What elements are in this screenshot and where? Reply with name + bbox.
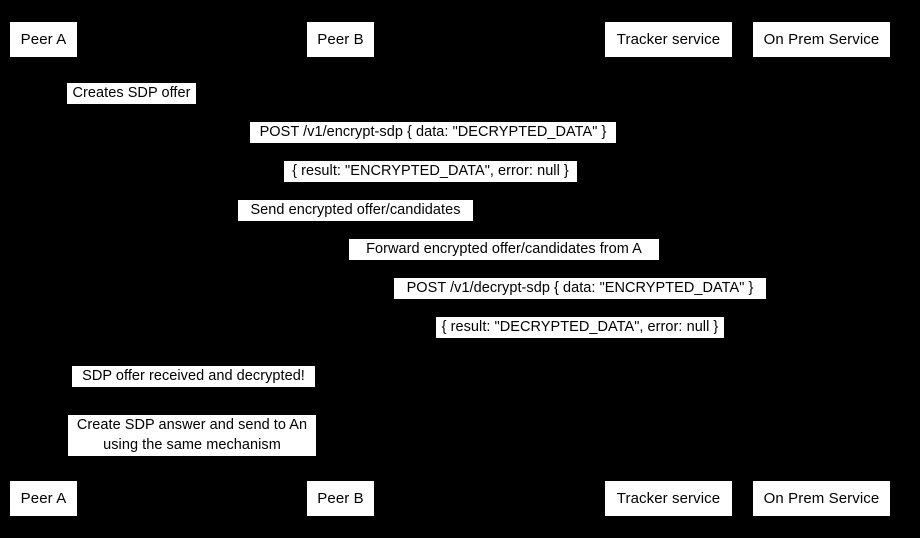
message-text: { result: "ENCRYPTED_DATA", error: null … [292, 163, 569, 179]
message-sdp-offer-received: SDP offer received and decrypted! [72, 366, 315, 387]
participant-footer-tracker-service[interactable]: Tracker service [605, 481, 732, 516]
message-text: Creates SDP offer [72, 85, 191, 101]
participant-header-peer-a[interactable]: Peer A [10, 22, 77, 57]
message-text: POST /v1/decrypt-sdp { data: "ENCRYPTED_… [406, 280, 754, 296]
participant-header-tracker-service[interactable]: Tracker service [605, 22, 732, 57]
participant-header-peer-b[interactable]: Peer B [307, 22, 374, 57]
participant-header-on-prem-service[interactable]: On Prem Service [753, 22, 890, 57]
message-post-decrypt-sdp: POST /v1/decrypt-sdp { data: "ENCRYPTED_… [394, 278, 766, 299]
message-text: Send encrypted offer/candidates [250, 202, 461, 218]
message-forward-encrypted-offer: Forward encrypted offer/candidates from … [349, 239, 659, 260]
participant-label: Tracker service [616, 490, 721, 507]
message-text: SDP offer received and decrypted! [82, 368, 305, 384]
lifeline-peer-a [43, 57, 44, 481]
message-send-encrypted-offer: Send encrypted offer/candidates [238, 200, 473, 221]
participant-label: Peer B [317, 490, 364, 507]
message-creates-sdp-offer: Creates SDP offer [67, 83, 196, 104]
message-text: { result: "DECRYPTED_DATA", error: null … [441, 319, 719, 335]
message-text: Forward encrypted offer/candidates from … [366, 241, 642, 257]
lifeline-peer-b [340, 57, 341, 481]
participant-label: Peer B [317, 31, 364, 48]
message-post-encrypt-sdp: POST /v1/encrypt-sdp { data: "DECRYPTED_… [250, 122, 616, 143]
message-encrypt-sdp-result: { result: "ENCRYPTED_DATA", error: null … [284, 161, 577, 182]
participant-footer-peer-b[interactable]: Peer B [307, 481, 374, 516]
message-decrypt-sdp-result: { result: "DECRYPTED_DATA", error: null … [436, 317, 724, 338]
lifeline-tracker-service [668, 57, 669, 481]
message-create-sdp-answer: Create SDP answer and send to An using t… [68, 415, 316, 456]
participant-label: Peer A [20, 31, 67, 48]
participant-label: Tracker service [616, 31, 721, 48]
participant-label: On Prem Service [763, 31, 880, 48]
message-text: Create SDP answer and send to An using t… [76, 417, 308, 453]
participant-label: On Prem Service [763, 490, 880, 507]
participant-footer-peer-a[interactable]: Peer A [10, 481, 77, 516]
lifeline-on-prem-service [821, 57, 822, 481]
participant-footer-on-prem-service[interactable]: On Prem Service [753, 481, 890, 516]
message-text: POST /v1/encrypt-sdp { data: "DECRYPTED_… [259, 124, 607, 140]
participant-label: Peer A [20, 490, 67, 507]
